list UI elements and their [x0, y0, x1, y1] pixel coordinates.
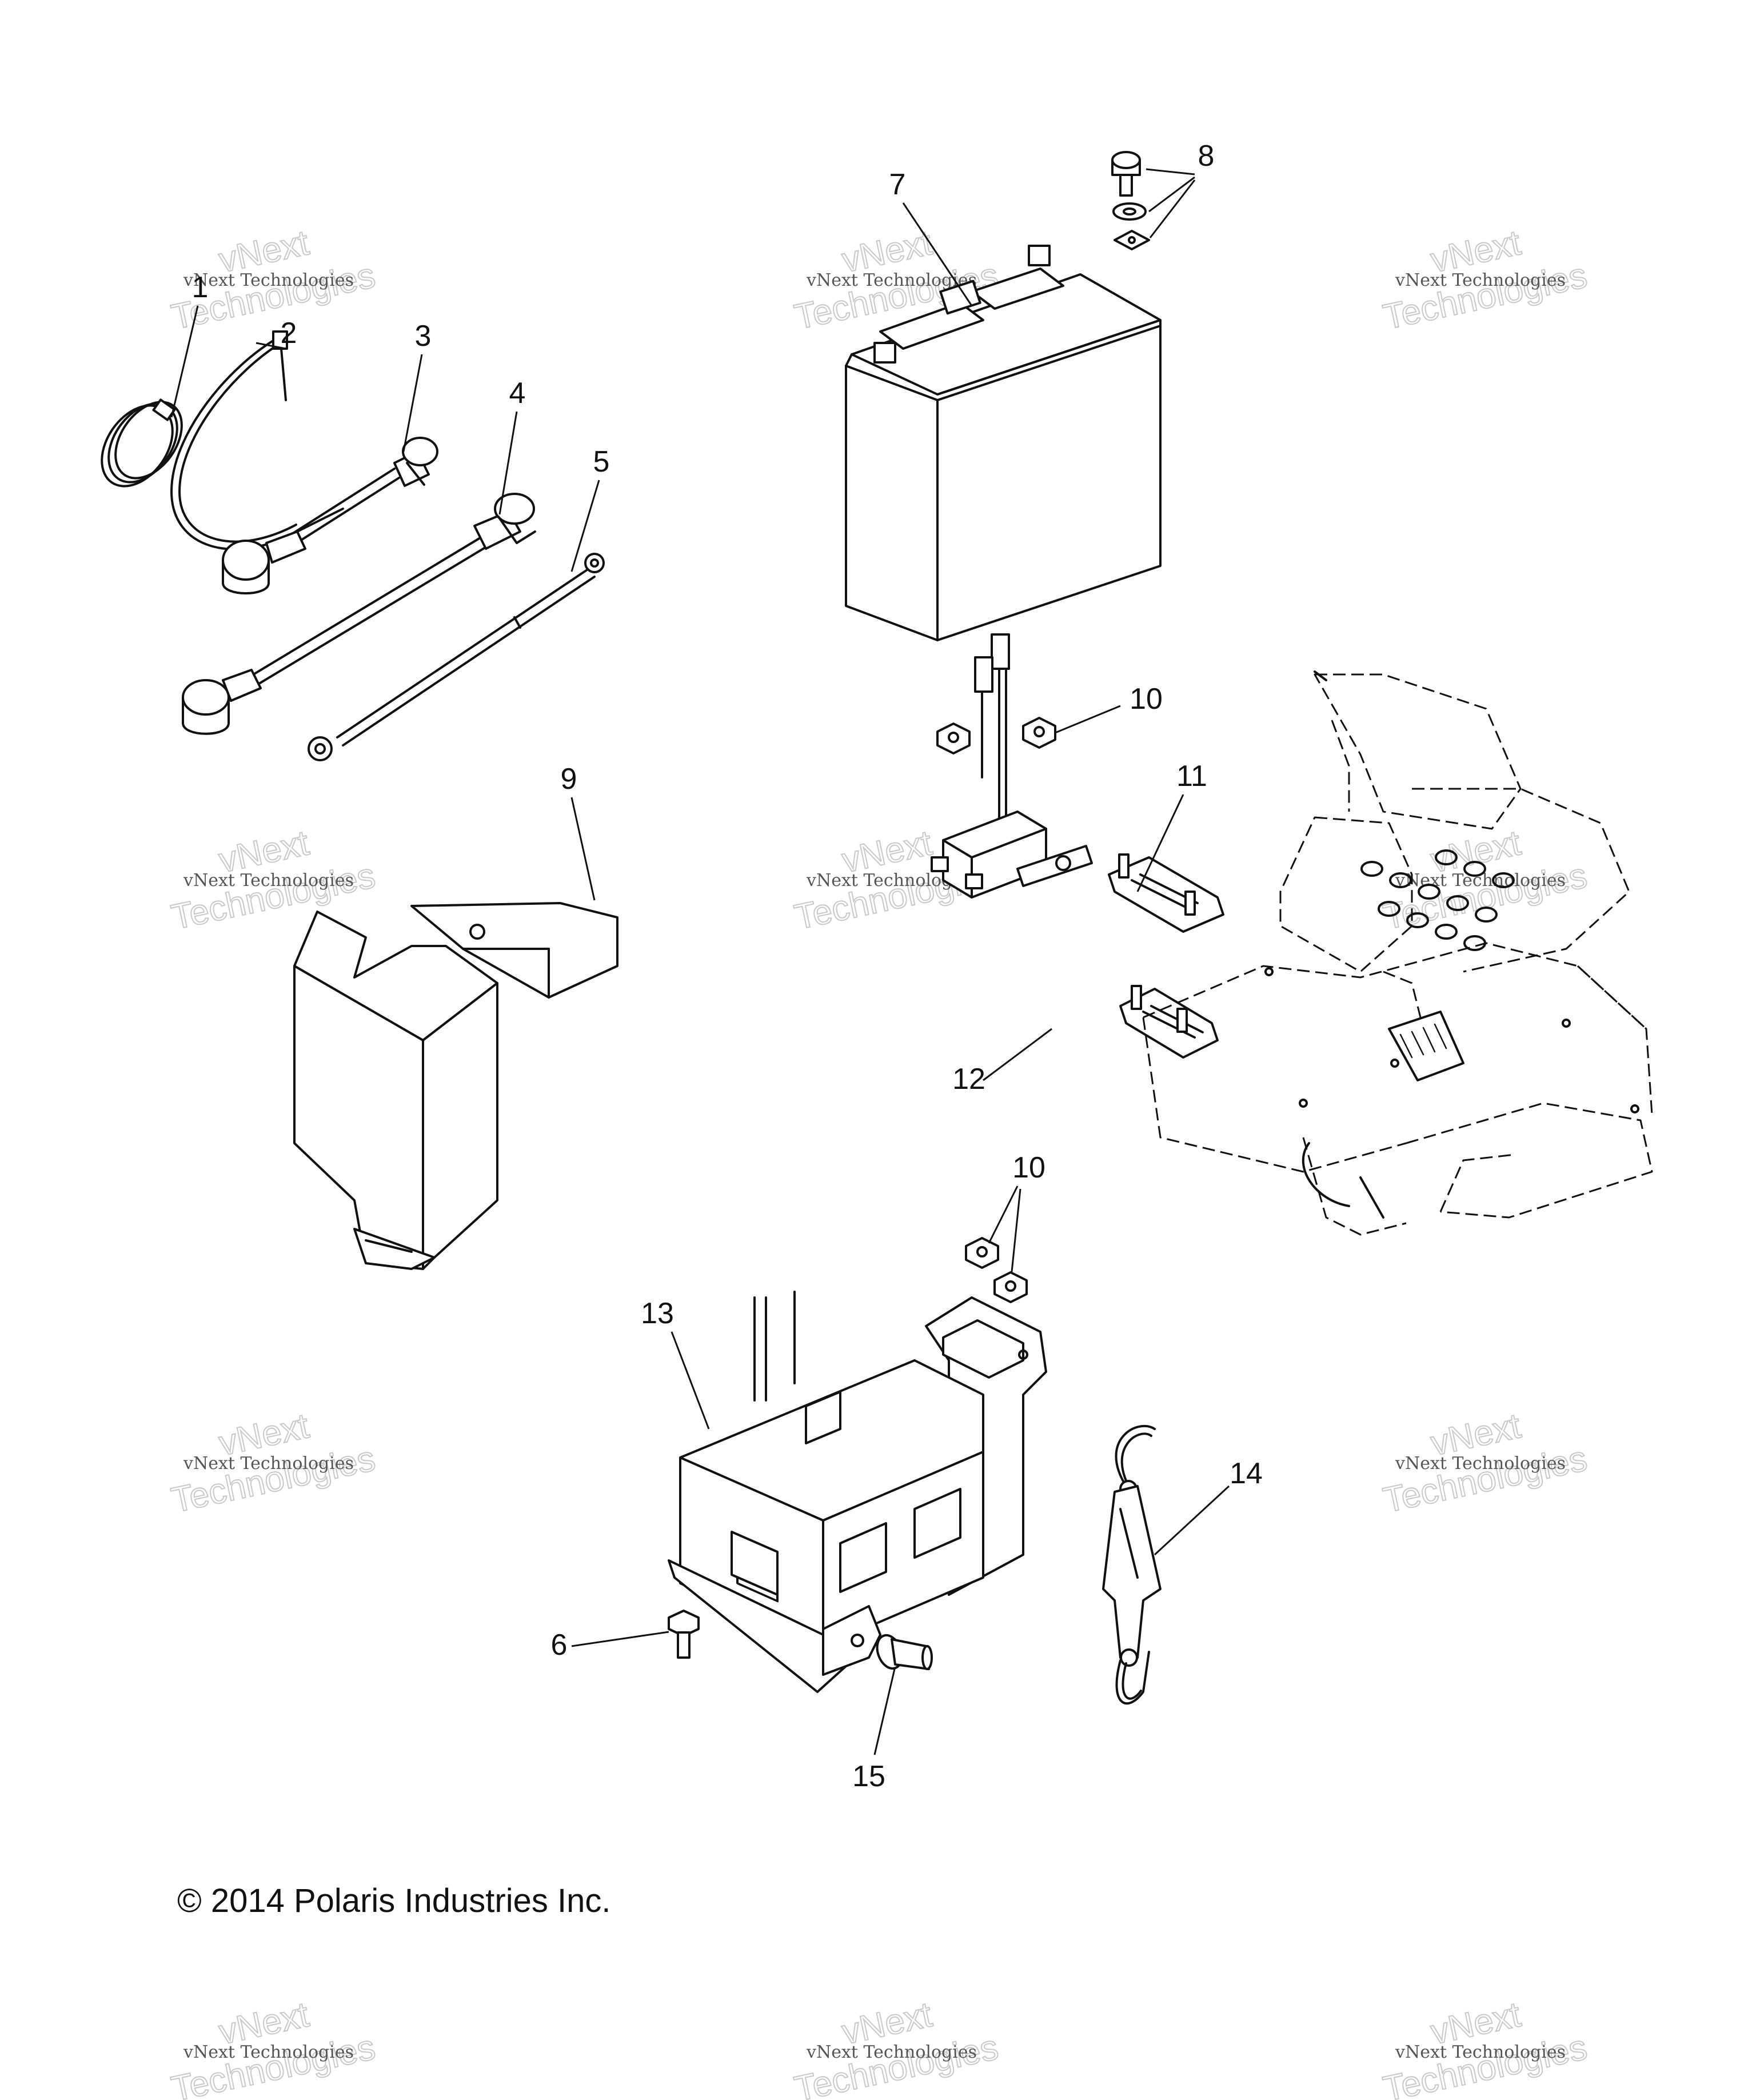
part-10-nut-upper	[936, 717, 1056, 754]
callout-11: 11	[1176, 760, 1207, 793]
svg-text:vNext Technologies: vNext Technologies	[183, 2042, 354, 2062]
callout-15: 15	[852, 1760, 885, 1793]
svg-text:vNext Technologies: vNext Technologies	[806, 270, 977, 290]
part-1-cable-tie	[101, 398, 183, 488]
callout-labels: 1 2 3 4 5 6 7 8 9 10 11 12 10 13 14 15	[192, 139, 1263, 1793]
part-9-battery-cover	[293, 902, 618, 1270]
part-11-bracket	[1108, 853, 1224, 933]
part-7-battery	[845, 245, 1162, 641]
callout-4: 4	[509, 377, 526, 410]
svg-text:vNext Technologies: vNext Technologies	[1395, 1454, 1566, 1474]
part-14-hold-down-strap	[1102, 1425, 1162, 1705]
callout-9: 9	[561, 762, 577, 796]
frame-reference	[1142, 670, 1653, 1236]
callout-5: 5	[593, 445, 610, 478]
svg-text:vNext Technologies: vNext Technologies	[183, 270, 354, 290]
watermark: vNext Technologies vNext Technologies	[1379, 1994, 1591, 2100]
callout-6: 6	[551, 1628, 568, 1662]
callout-8: 8	[1198, 139, 1215, 173]
svg-text:vNext Technologies: vNext Technologies	[1395, 2042, 1566, 2062]
svg-text:vNext Technologies: vNext Technologies	[183, 1454, 354, 1474]
watermark: vNext Technologies vNext Technologies	[1379, 222, 1591, 338]
part-13-battery-tray	[668, 1291, 1047, 1693]
callout-2: 2	[281, 317, 297, 350]
svg-text:vNext Technologies: vNext Technologies	[806, 2042, 977, 2062]
part-3-battery-cable	[222, 437, 438, 594]
callout-1: 1	[192, 271, 209, 304]
callout-13: 13	[641, 1297, 674, 1330]
part-4-battery-cable	[182, 493, 536, 735]
callout-12: 12	[952, 1063, 985, 1096]
watermark: vNext Technologies vNext Technologies	[167, 1994, 379, 2100]
callout-10-upper: 10	[1130, 682, 1163, 716]
battery-harness	[931, 633, 1093, 899]
svg-text:vNext Technologies: vNext Technologies	[183, 871, 354, 891]
watermark: vNext Technologies vNext Technologies	[1379, 1406, 1591, 1521]
callout-10-lower: 10	[1012, 1151, 1045, 1184]
part-5-ground-cable	[308, 553, 605, 761]
part-8-fastener-set	[1111, 151, 1150, 250]
copyright-notice: © 2014 Polaris Industries Inc.	[177, 1882, 610, 1919]
callout-3: 3	[415, 320, 432, 353]
callout-14: 14	[1230, 1457, 1263, 1490]
part-10-nuts-lower	[965, 1237, 1028, 1303]
svg-text:vNext Technologies: vNext Technologies	[1395, 270, 1566, 290]
part-6-bolt	[668, 1610, 700, 1659]
watermark: vNext Technologies vNext Technologies	[167, 1406, 379, 1521]
leader-lines	[170, 168, 1230, 1755]
callout-7: 7	[889, 168, 906, 201]
watermark: vNext Technologies vNext Technologies	[791, 1994, 1002, 2100]
part-12-bracket	[1119, 985, 1219, 1059]
part-15-pin	[876, 1634, 933, 1670]
watermark: vNext Technologies vNext Technologies	[167, 823, 379, 938]
